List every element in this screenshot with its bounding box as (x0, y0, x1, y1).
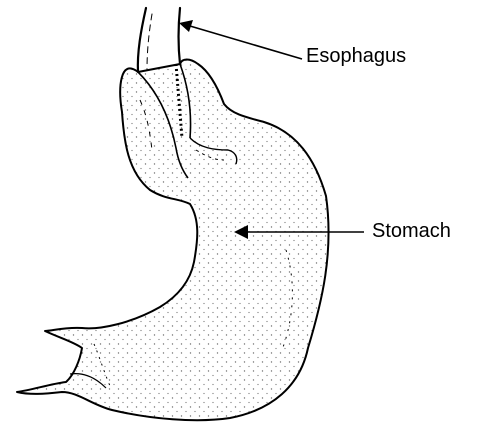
esophagus-shape (138, 8, 180, 72)
esophagus-pointer-arrow (179, 20, 302, 59)
stomach-label: Stomach (372, 221, 451, 241)
stomach-shape (17, 60, 329, 421)
esophagus-label: Esophagus (306, 46, 406, 66)
